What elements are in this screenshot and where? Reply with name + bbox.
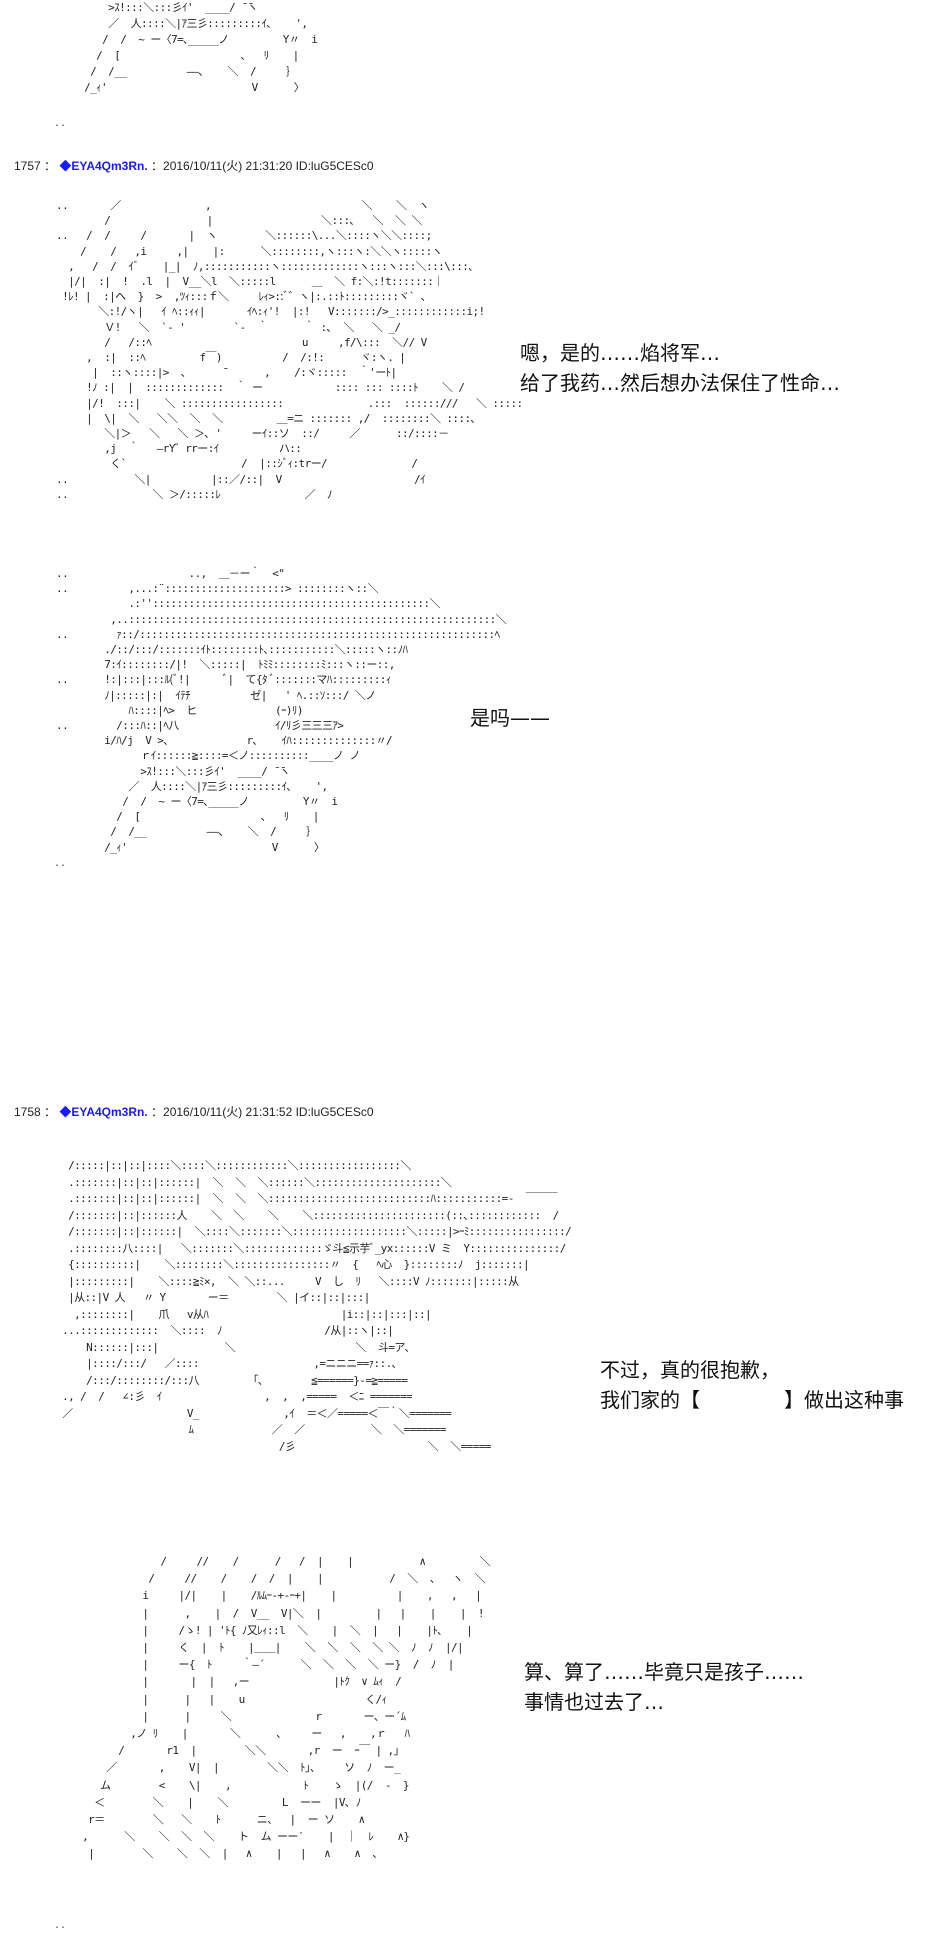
dialogue-line: 不过，真的很抱歉， xyxy=(600,1358,780,1382)
dialogue-line: 给了我药…然后想办法保住了性命… xyxy=(520,371,840,395)
post-separator: ： xyxy=(44,1105,57,1119)
dialogue-line: 算、算了……毕竟只是孩子…… xyxy=(524,1660,804,1684)
dialogue-fragment: 】做出这种事 xyxy=(784,1388,904,1412)
dialogue-last: 算、算了……毕竟只是孩子…… 事情也过去了… xyxy=(524,1657,804,1717)
tripcode-diamond-icon: ◆ xyxy=(59,1105,72,1119)
dialogue-line: 我们家的【 】做出这种事 xyxy=(600,1385,904,1415)
post-header: 1757 ： ◆EYA4Qm3Rn. ：2016/10/11(火) 21:31:… xyxy=(14,157,374,174)
post-header: 1758 ： ◆EYA4Qm3Rn. ：2016/10/11(火) 21:31:… xyxy=(14,1103,374,1120)
dialogue-line: 是吗—— xyxy=(470,706,550,730)
dialogue-line: 事情也过去了… xyxy=(524,1690,664,1714)
dialogue-1758: 不过，真的很抱歉， 我们家的【 】做出这种事 xyxy=(600,1355,904,1415)
separator-dots: .. xyxy=(54,1920,67,1931)
post-separator: ： xyxy=(44,159,57,173)
dialogue-line: 嗯，是的……焰将军… xyxy=(520,341,720,365)
separator-dots: .. xyxy=(54,858,67,869)
post-number[interactable]: 1757 xyxy=(14,159,41,173)
tripcode-diamond-icon: ◆ xyxy=(59,159,72,173)
dialogue-small: 是吗—— xyxy=(470,703,550,733)
dialogue-1757: 嗯，是的……焰将军… 给了我药…然后想办法保住了性命… xyxy=(520,338,840,398)
post-number[interactable]: 1758 xyxy=(14,1105,41,1119)
post-meta: ：2016/10/11(火) 21:31:20 ID:luG5CESc0 xyxy=(151,159,374,173)
post-meta: ：2016/10/11(火) 21:31:52 ID:luG5CESc0 xyxy=(151,1105,374,1119)
ascii-art-face-1758: /:::::|::|::|::::＼::::＼::::::::::::＼::::… xyxy=(62,1159,572,1453)
separator-dots: .. xyxy=(54,118,67,129)
ascii-art-top-fragment: >ｽ!:::＼:::彡ｲ' ____/ ̄ ̄ヽ ／ 人::::＼|ｱ三彡:::… xyxy=(84,1,318,94)
ascii-art-face-1757: .. ／ , ＼ ＼ ヽ / | ＼:::､ ＼ ＼ ＼ .. / / / | … xyxy=(56,199,523,501)
ascii-art-face-small: .. .., ＿－ー｀ <" .. ,...:¨::::::::::::::::… xyxy=(56,567,507,854)
ascii-art-face-last: / // / / / | | ∧ ＼ / // / / / | | / ＼ 、 … xyxy=(82,1555,491,1861)
post-author[interactable]: EYA4Qm3Rn. xyxy=(71,1105,148,1119)
post-author[interactable]: EYA4Qm3Rn. xyxy=(71,159,148,173)
dialogue-fragment: 我们家的【 xyxy=(600,1388,700,1412)
